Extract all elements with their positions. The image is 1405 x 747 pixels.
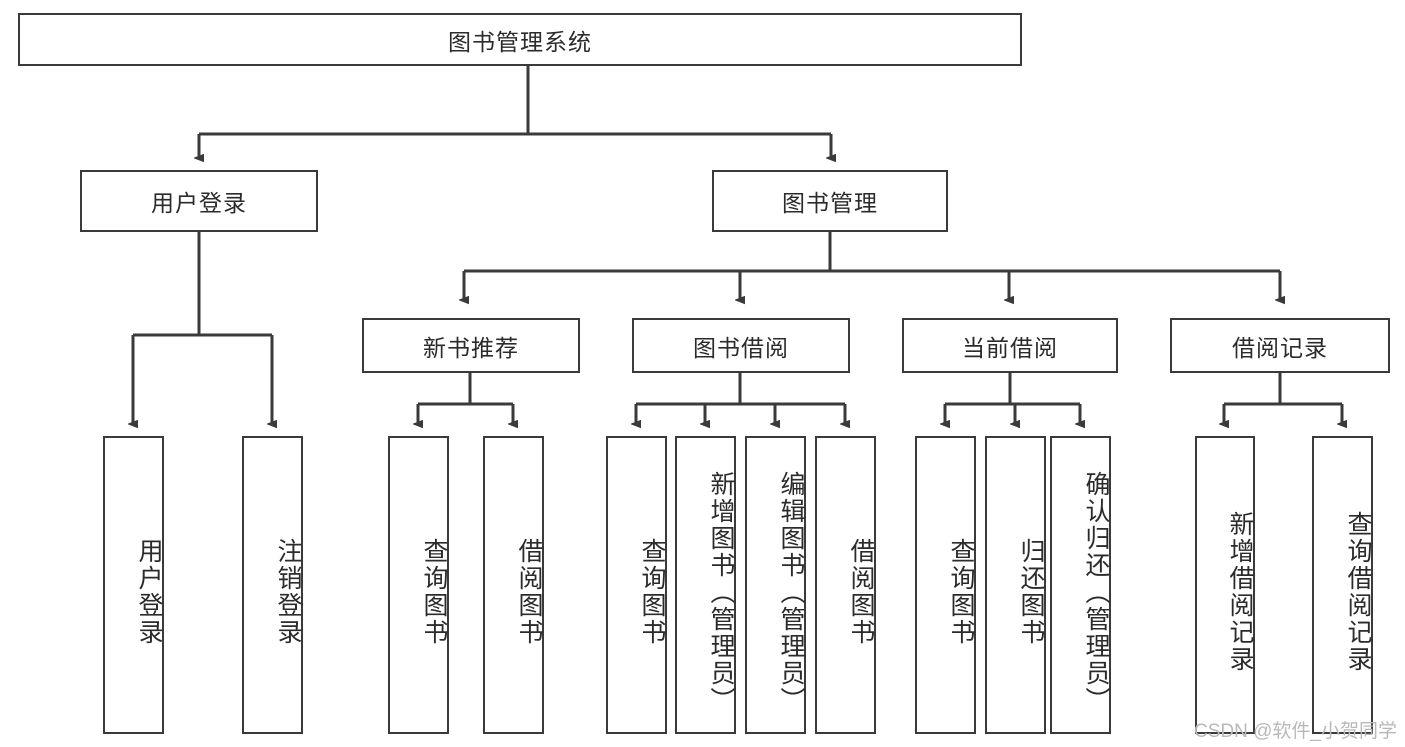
- node-borrow-record[interactable]: 借阅记录: [1170, 318, 1390, 373]
- node-label: 查询图书: [638, 538, 666, 646]
- node-book-borrow[interactable]: 图书借阅: [632, 318, 850, 373]
- node-label: 新书推荐: [423, 334, 519, 361]
- node-book-management[interactable]: 图书管理: [712, 170, 948, 232]
- leaf-current-borrow-return[interactable]: 归还图书: [985, 436, 1046, 734]
- node-label: 借阅记录: [1232, 334, 1328, 361]
- node-label: 归还图书: [1017, 538, 1045, 646]
- node-root-book-management-system[interactable]: 图书管理系统: [18, 13, 1022, 66]
- leaf-book-borrow-query[interactable]: 查询图书: [606, 436, 667, 734]
- leaf-book-borrow-add[interactable]: 新增图书（管理员）: [675, 436, 736, 734]
- leaf-new-book-query[interactable]: 查询图书: [388, 436, 449, 734]
- leaf-borrow-record-add[interactable]: 新增借阅记录: [1195, 436, 1255, 734]
- node-label: 借阅图书: [515, 538, 543, 646]
- leaf-user-login-login[interactable]: 用户登录: [103, 436, 164, 734]
- node-label: 借阅图书: [847, 538, 875, 646]
- leaf-current-borrow-confirm-return[interactable]: 确认归还（管理员）: [1050, 436, 1111, 734]
- node-label: 图书管理系统: [448, 28, 592, 55]
- node-label: 查询图书: [947, 538, 975, 646]
- node-label: 当前借阅: [962, 334, 1058, 361]
- node-user-login[interactable]: 用户登录: [80, 170, 318, 232]
- node-current-borrow[interactable]: 当前借阅: [902, 318, 1118, 373]
- node-label: 用户登录: [151, 190, 247, 216]
- node-label: 用户登录: [135, 538, 163, 646]
- node-label: 新增借阅记录: [1226, 511, 1254, 673]
- leaf-current-borrow-query[interactable]: 查询图书: [915, 436, 976, 734]
- node-label: 图书借阅: [693, 334, 789, 361]
- node-label: 编辑图书（管理员）: [777, 470, 805, 714]
- leaf-user-login-logout[interactable]: 注销登录: [242, 436, 303, 734]
- leaf-borrow-record-query[interactable]: 查询借阅记录: [1312, 436, 1373, 734]
- watermark-text: CSDN @软件_小贺同学: [1194, 721, 1397, 742]
- node-label: 图书管理: [782, 190, 878, 216]
- node-label: 查询借阅记录: [1344, 511, 1372, 673]
- leaf-new-book-borrow[interactable]: 借阅图书: [483, 436, 544, 734]
- leaf-book-borrow-borrow[interactable]: 借阅图书: [815, 436, 876, 734]
- node-label: 确认归还（管理员）: [1082, 470, 1110, 714]
- node-new-book-recommend[interactable]: 新书推荐: [362, 318, 580, 373]
- node-label: 新增图书（管理员）: [707, 470, 735, 714]
- leaf-book-borrow-edit[interactable]: 编辑图书（管理员）: [745, 436, 806, 734]
- node-label: 查询图书: [420, 538, 448, 646]
- node-label: 注销登录: [274, 538, 302, 646]
